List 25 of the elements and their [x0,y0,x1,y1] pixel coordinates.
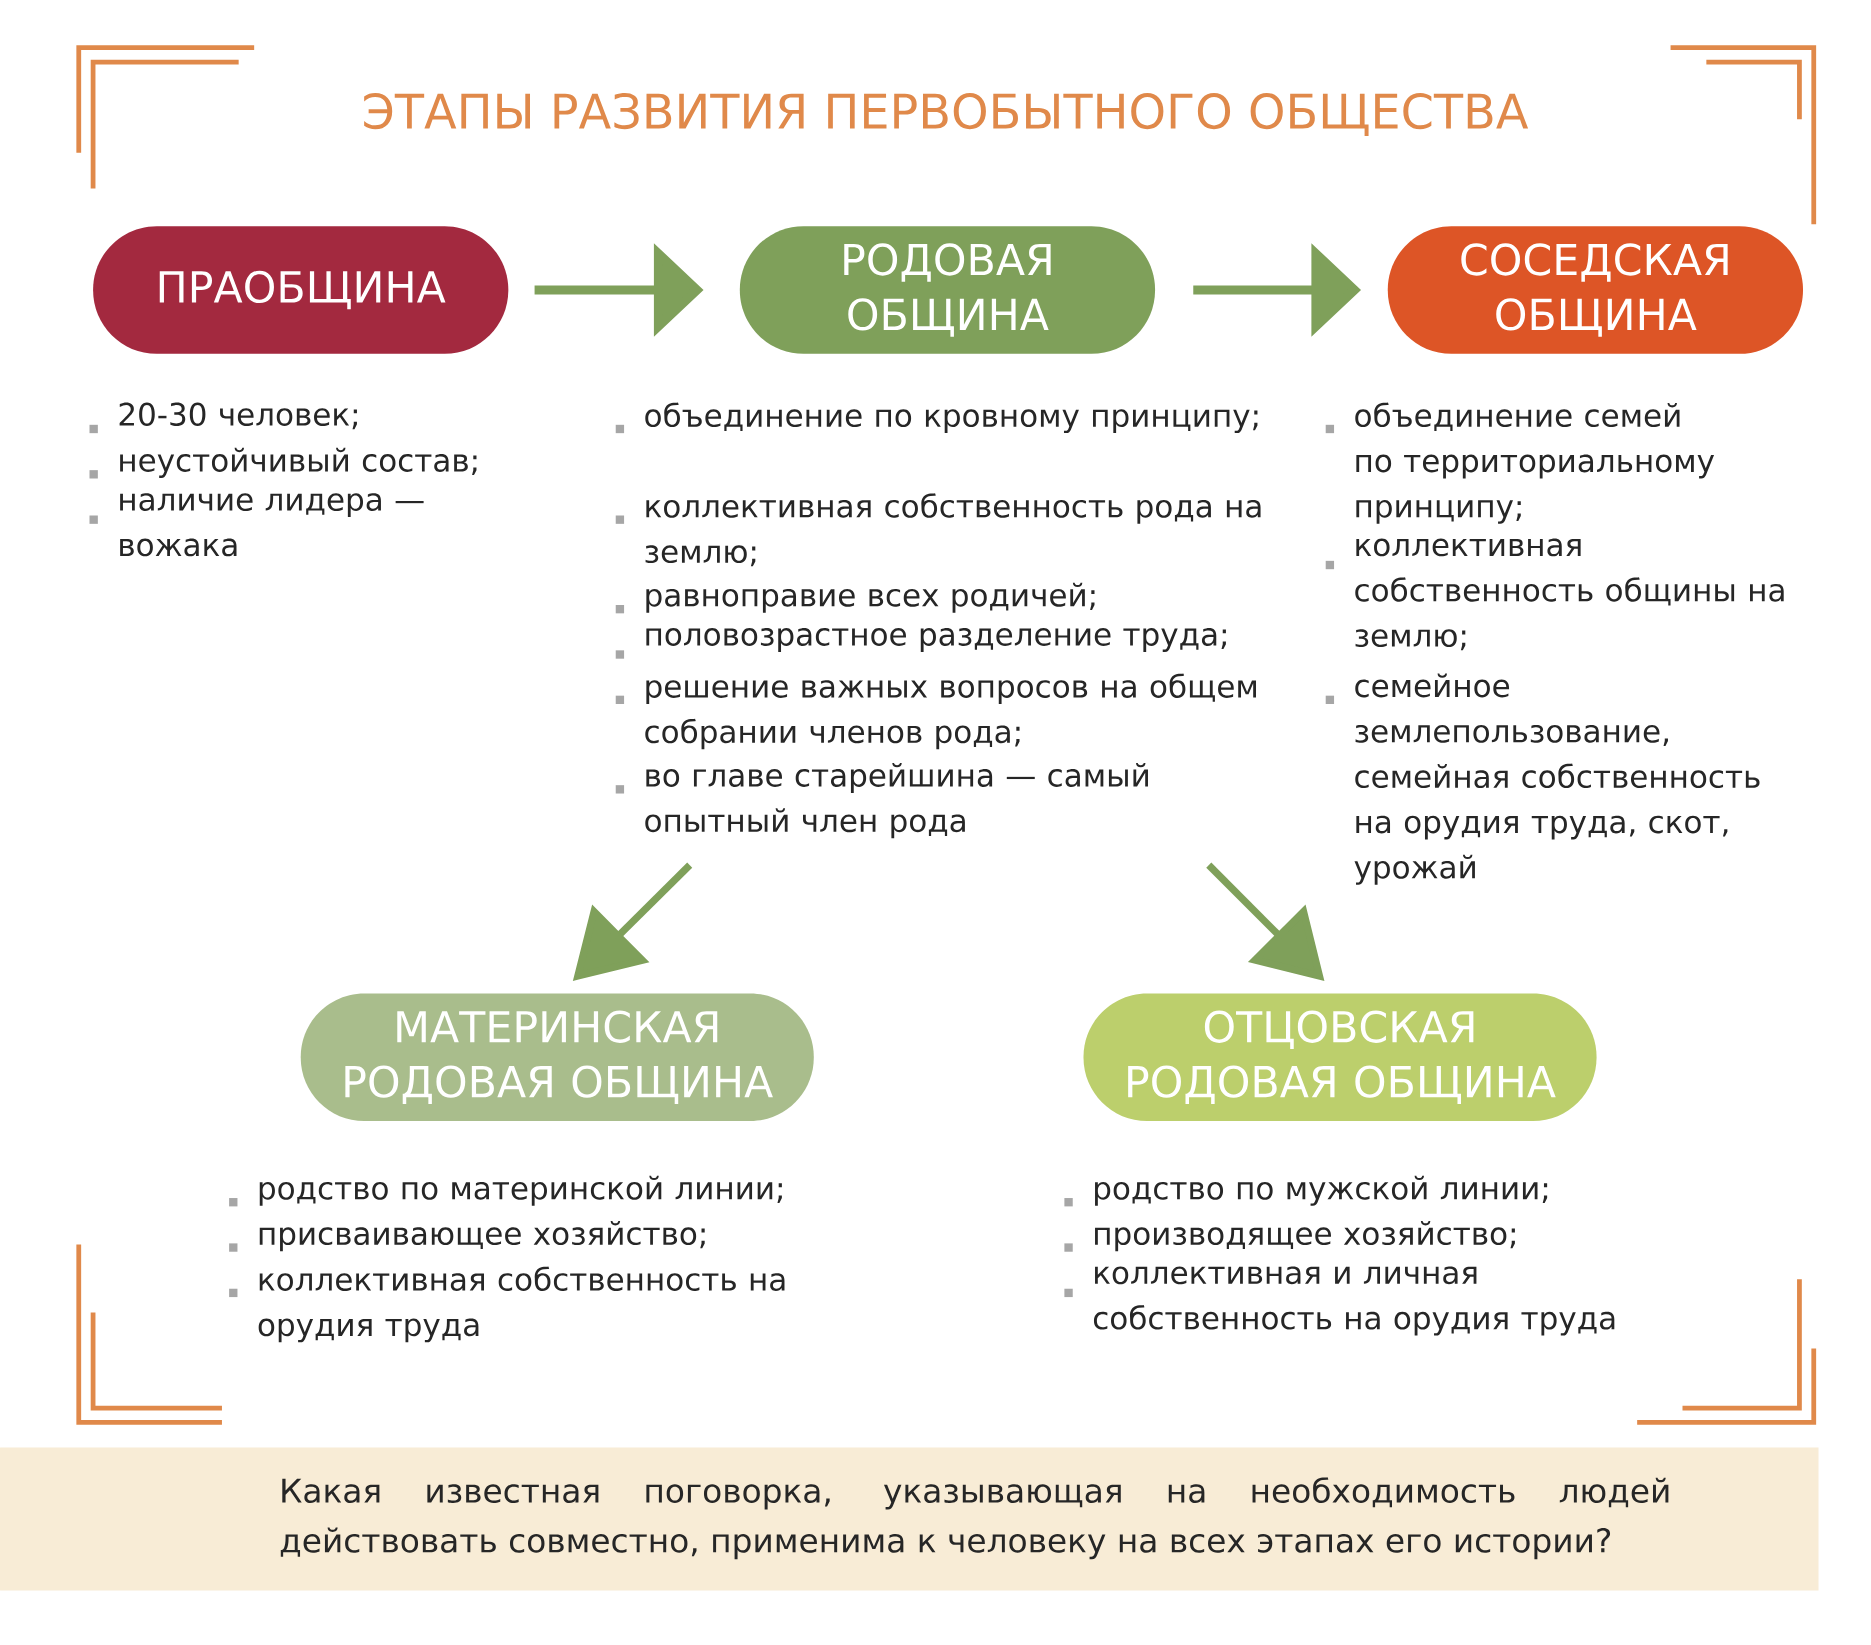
pill-box: СОСЕДСКАЯ ОБЩИНА [1387,225,1803,354]
list-item: объединение по кровному принципу; [615,402,1258,433]
title: ЭТАПЫ РАЗВИТИЯ ПЕРВОБЫТНОГО ОБЩЕСТВА [364,92,1529,136]
list-item: решение важных вопросов на общем собрании членов рода; [615,673,1256,750]
list-item: присваивающее хозяйство; [229,1220,705,1252]
pill-box: РОДОВАЯ ОБЩИНА [739,225,1156,354]
list-item: равноправие всех родичей; [615,582,1095,614]
list-item: производящее хозяйство; [1064,1220,1515,1252]
list-item: коллективная собственность на орудия труда [229,1266,785,1343]
list-item: коллективная собственность рода на землю; [615,493,1261,567]
list-item: семейное землепользование, семейная собственность на орудия труда, скот, урожай [1325,673,1760,885]
pill-box: ПРАОБЩИНА [93,225,509,354]
list-item: коллективная и личная собственность на орудия труда [1064,1266,1615,1336]
list-item: объединение семей по территориальному принципу; [1325,402,1715,524]
pill-box: ОТЦОВСКАЯ РОДОВАЯ ОБЩИНА [1083,993,1597,1121]
list-item: родство по мужской линии; [1064,1175,1548,1207]
list-item: половозрастное разделение труда; [615,627,1226,659]
list-item: родство по материнской линии; [229,1175,782,1207]
list-item: наличие лидера — вожака [89,493,424,557]
list-item: 20-30 человек; [89,402,357,433]
list-item: коллективная собственность общины на землю; [1325,538,1784,650]
list-item: во главе старейшина — самый опытный член рода [615,762,1148,839]
pill-box: МАТЕРИНСКАЯ РОДОВАЯ ОБЩИНА [300,993,814,1121]
list-item: неустойчивый состав; [89,447,477,479]
question-band: Какая известная поговорка, указывающая на необходимость людей действовать совместно, применима к человеку на всех этапах его истории? [0,1447,1819,1591]
